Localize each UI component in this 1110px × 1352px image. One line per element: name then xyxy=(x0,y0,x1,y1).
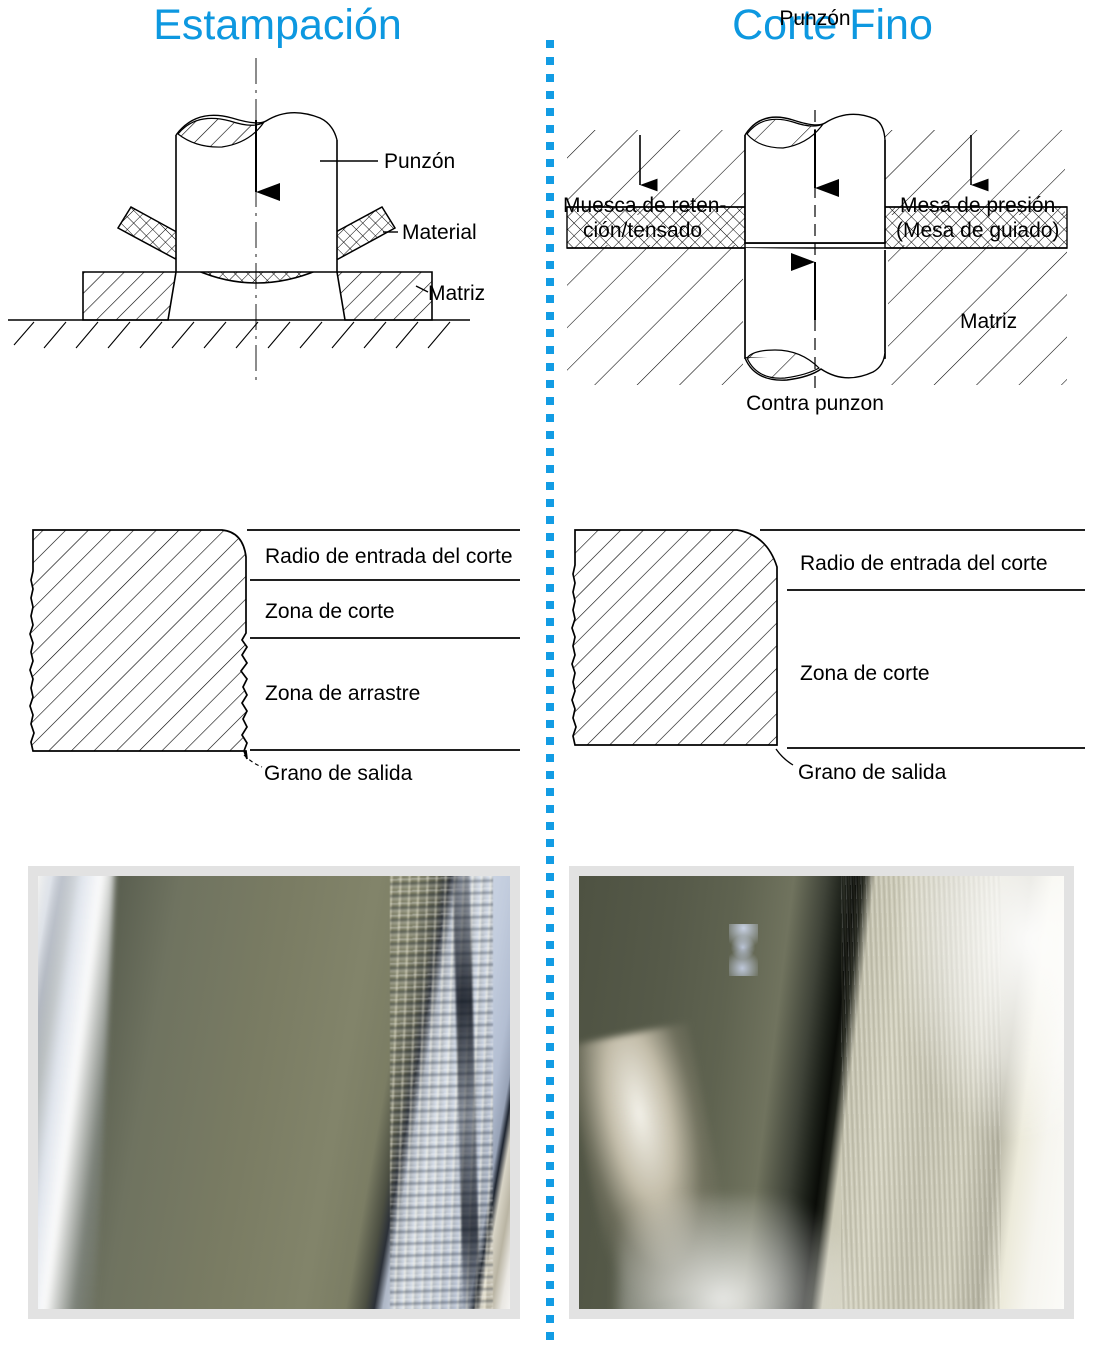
surface-specks xyxy=(729,923,759,976)
label-pressure-pad-line1: Mesa de presión xyxy=(900,194,1055,217)
zone-label-burr: Grano de salida xyxy=(798,761,947,784)
label-material: Material xyxy=(402,221,477,244)
left-edge-profile-diagram: Radio de entrada del corte Zona de corte… xyxy=(29,529,520,785)
label-punch: Punzón xyxy=(779,7,850,30)
right-edge-profile-diagram: Radio de entrada del corte Zona de corte… xyxy=(571,529,1085,784)
left-process-diagram: Punzón Material Matriz xyxy=(8,58,485,385)
label-counter-punch: Contra punzon xyxy=(746,392,884,415)
label-vee-ring-line2: ción/tensado xyxy=(583,219,702,242)
left-micrograph-image xyxy=(38,876,510,1309)
label-vee-ring-line1: Muesca de reten- xyxy=(563,194,726,217)
label-punch: Punzón xyxy=(384,150,455,173)
zone-label-burr: Grano de salida xyxy=(264,762,413,785)
label-die: Matriz xyxy=(428,282,485,305)
photo-lower-glow xyxy=(617,1196,851,1309)
right-column-title: Corte Fino xyxy=(732,1,933,49)
vertical-dotted-divider xyxy=(546,40,554,1340)
zone-label-fracture: Zona de arrastre xyxy=(265,682,420,705)
zone-label-shear: Zona de corte xyxy=(800,662,930,685)
stamped-edge-photo xyxy=(38,876,510,1309)
photo-glare xyxy=(899,876,1064,1136)
right-micrograph-image xyxy=(579,876,1064,1309)
left-micrograph-frame xyxy=(28,866,520,1319)
right-micrograph-frame xyxy=(569,866,1074,1319)
label-die: Matriz xyxy=(960,310,1017,333)
column-estampacion: Estampación xyxy=(8,1,520,1319)
zone-label-shear: Zona de corte xyxy=(265,600,395,623)
zone-label-roll-over: Radio de entrada del corte xyxy=(265,545,513,568)
left-column-title: Estampación xyxy=(153,1,402,49)
right-process-diagram: Punzón Muesca de reten- ción/tensado Mes… xyxy=(563,7,1068,415)
zone-label-roll-over: Radio de entrada del corte xyxy=(800,552,1048,575)
column-corte-fino: Corte Fino xyxy=(555,0,1110,1352)
label-pressure-pad-line2: (Mesa de guiado) xyxy=(896,219,1059,242)
